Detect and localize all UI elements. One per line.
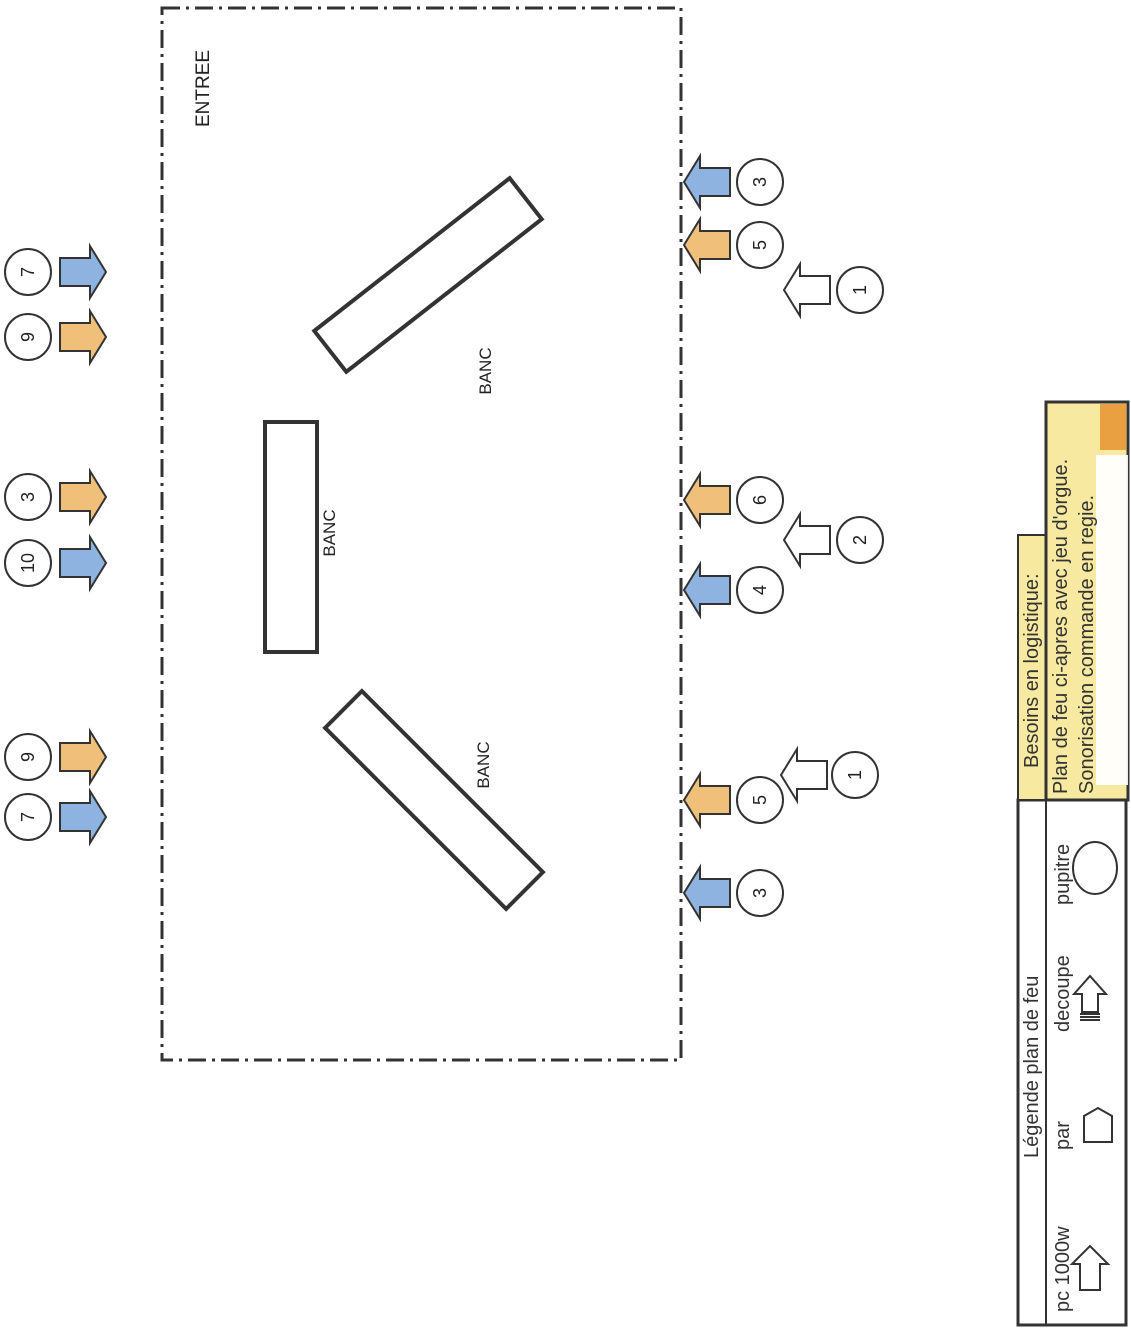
spotlight-number-circle	[4, 313, 52, 361]
bench-label-bottom: BANC	[474, 741, 493, 789]
spotlight-number: 9	[18, 332, 38, 342]
spotlight-13: 3	[4, 467, 108, 527]
par-icon	[1083, 1106, 1113, 1143]
spotlight-number: 6	[750, 495, 770, 505]
spotlight-number: 7	[18, 267, 38, 277]
spotlight-7: 1	[779, 745, 879, 805]
spotlight-number: 3	[750, 888, 770, 898]
decoupe-arrow-icon	[782, 510, 831, 570]
spotlight-6: 4	[682, 560, 784, 620]
spotlight-number: 7	[18, 812, 38, 822]
spotlight-number: 3	[18, 492, 38, 502]
pc-arrow-icon	[59, 533, 108, 593]
logistics-line-1: Plan de feu ci-apres avec jeu d'orgue.	[1050, 458, 1072, 794]
pc-arrow-icon	[59, 307, 108, 367]
pupitre-icon	[1072, 841, 1118, 895]
spotlight-3: 1	[782, 260, 884, 320]
spotlight-number: 9	[18, 752, 38, 762]
decoupe-arrow-icon	[782, 260, 831, 320]
spotlight-14: 9	[4, 727, 108, 787]
decoupe-icon	[1071, 974, 1109, 1021]
decoupe-arrow-icon	[779, 745, 828, 805]
bench-top	[311, 175, 545, 375]
spotlight-number-circle	[4, 793, 52, 841]
pc-arrow-icon	[682, 863, 731, 923]
spotlight-number: 5	[750, 795, 770, 805]
spotlight-number-circle	[736, 158, 784, 206]
pc-arrow-icon	[59, 727, 108, 787]
pc-arrow-icon	[682, 152, 731, 212]
logistics-title: Besoins en logistique:	[1021, 573, 1043, 768]
lights-layer: 3 5 1 6 2 4 1 5 3 7 9 10 3 9 7	[4, 152, 884, 923]
spotlight-number: 1	[850, 285, 870, 295]
spotlight-number-circle	[836, 516, 884, 564]
spotlight-number-circle	[4, 248, 52, 296]
logistics-line-2: Sonorisation commande en regie.	[1076, 494, 1098, 794]
spotlight-number-circle	[831, 751, 879, 799]
legend-item-pupitre-label: pupitre	[1052, 843, 1074, 905]
spotlight-5: 2	[782, 510, 884, 570]
legend-item-par-label: par	[1052, 1121, 1074, 1150]
entrance-label: ENTREE	[193, 49, 214, 127]
spotlight-number-circle	[736, 776, 784, 824]
bench-middle	[263, 420, 319, 654]
spotlight-number-circle	[4, 473, 52, 521]
spotlight-number-circle	[736, 476, 784, 524]
legend-title: Légende plan de feu	[1021, 975, 1043, 1158]
spotlight-number-circle	[736, 566, 784, 614]
bench-label-middle: BANC	[320, 509, 339, 557]
spotlight-number: 5	[750, 240, 770, 250]
spotlight-number: 3	[750, 177, 770, 187]
spotlight-number: 1	[845, 770, 865, 780]
pc-arrow-icon	[59, 467, 108, 527]
spotlight-11: 9	[4, 307, 108, 367]
pc-arrow-icon	[59, 242, 108, 302]
logistics-title-box	[1017, 534, 1047, 801]
spotlight-15: 7	[4, 787, 108, 847]
bench-label-top: BANC	[476, 347, 495, 395]
paper-label-overlay	[1096, 455, 1128, 785]
spotlight-8: 5	[682, 770, 784, 830]
spotlight-number: 10	[18, 553, 38, 573]
spotlight-12: 10	[4, 533, 108, 593]
spotlight-number: 4	[750, 585, 770, 595]
spotlight-1: 3	[682, 152, 784, 212]
legend-item-pc-label: pc 1000w	[1052, 1226, 1074, 1312]
spotlight-9: 3	[682, 863, 784, 923]
spotlight-10: 7	[4, 242, 108, 302]
pc-arrow-icon	[59, 787, 108, 847]
spotlight-2: 5	[682, 215, 784, 275]
spotlight-number: 2	[850, 535, 870, 545]
pc-arrow-icon	[1069, 1244, 1111, 1291]
stage-boundary	[160, 6, 683, 1062]
pc-arrow-icon	[682, 560, 731, 620]
pc-arrow-icon	[682, 215, 731, 275]
spotlight-number-circle	[736, 869, 784, 917]
spotlight-4: 6	[682, 470, 784, 530]
spotlight-number-circle	[4, 539, 52, 587]
legend-item-decoupe-label: decoupe	[1052, 955, 1074, 1032]
spotlight-number-circle	[836, 266, 884, 314]
bench-bottom	[322, 688, 546, 912]
pc-arrow-icon	[682, 770, 731, 830]
logistics-orange-strip	[1100, 404, 1126, 450]
spotlight-number-circle	[4, 733, 52, 781]
spotlight-number-circle	[736, 221, 784, 269]
pc-arrow-icon	[682, 470, 731, 530]
